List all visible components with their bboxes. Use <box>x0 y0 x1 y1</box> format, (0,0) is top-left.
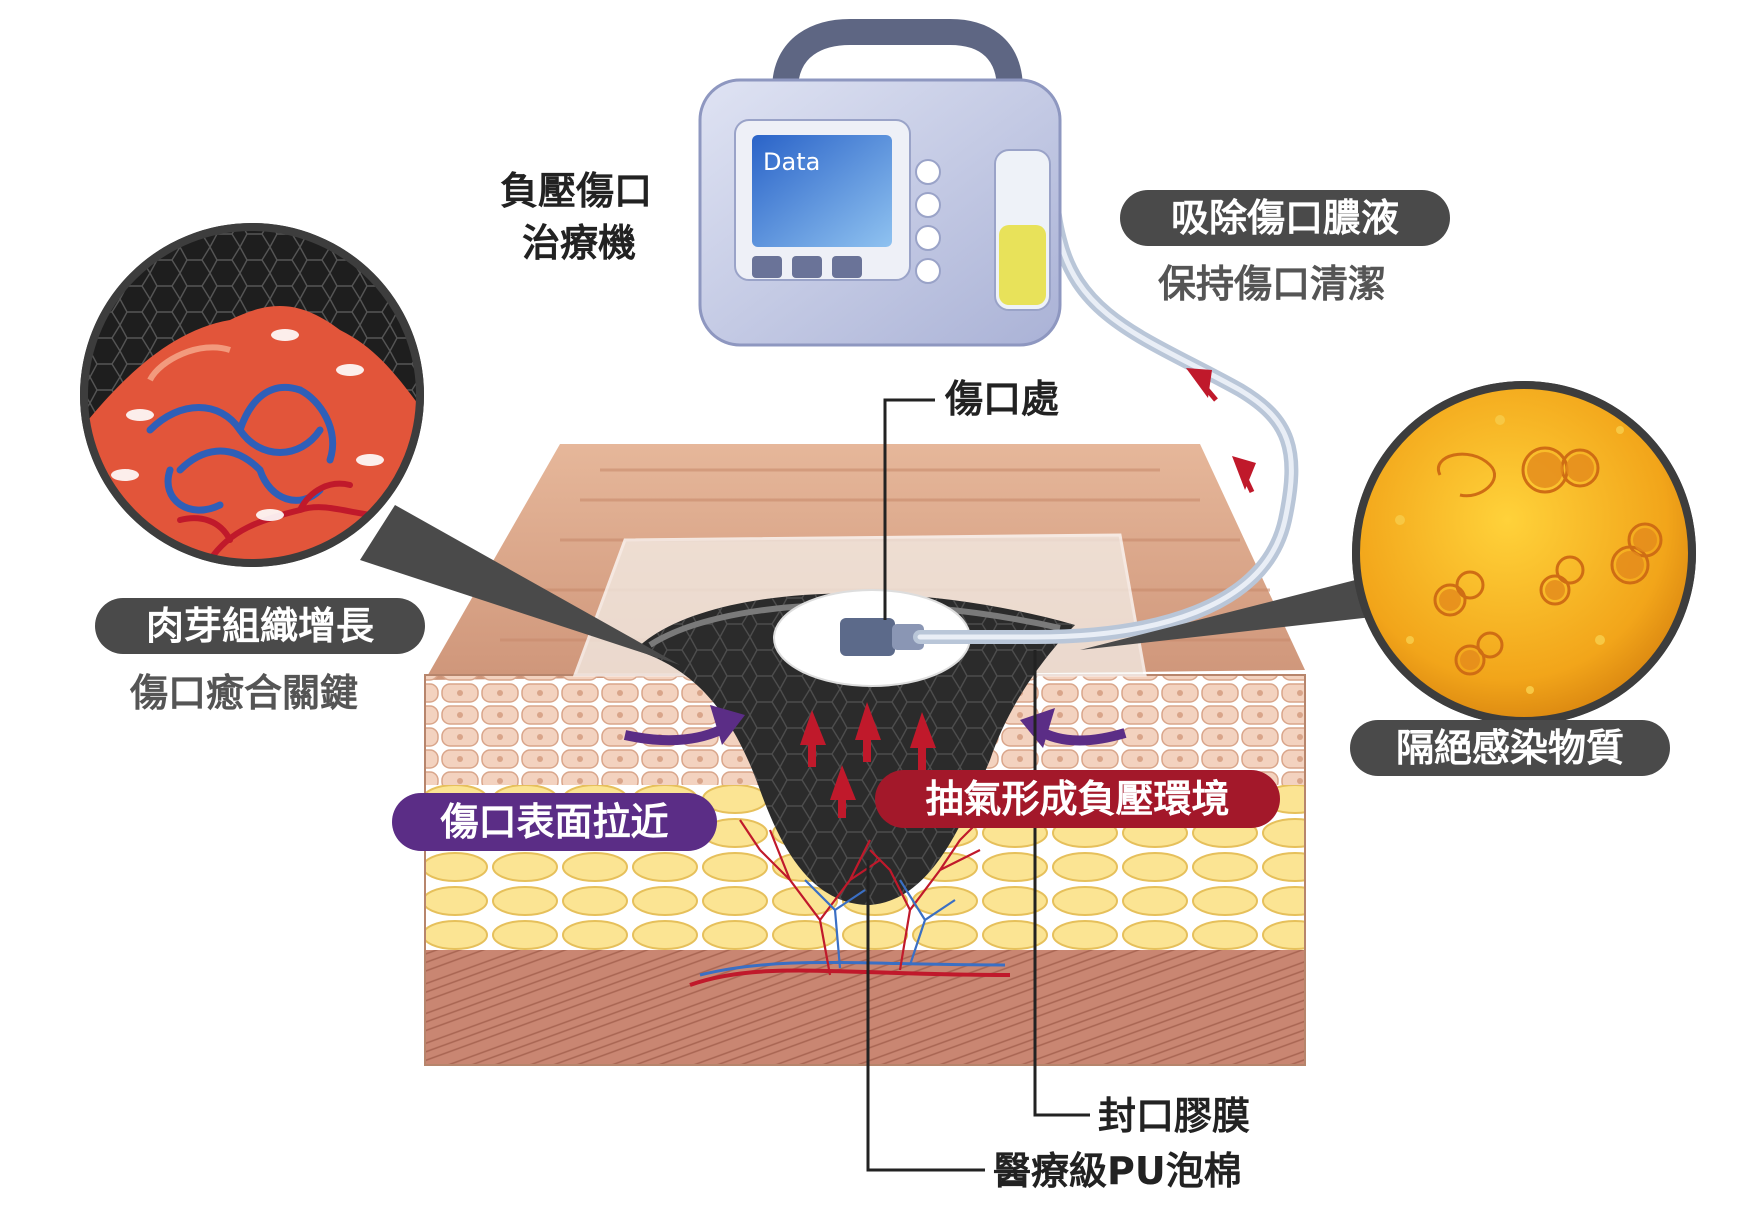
granulation-callout: 肉芽組織增長 <box>95 598 425 654</box>
arrow-icon <box>1020 708 1055 748</box>
zoom-pointer-left <box>360 505 680 665</box>
bacteria-zoom-icon <box>1352 381 1696 725</box>
negative-pressure-arrows <box>800 702 936 818</box>
infection-callout: 隔絕感染物質 <box>1350 720 1670 776</box>
device-name-line2: 治療機 <box>522 221 637 265</box>
wound-site-label: 傷口處 <box>945 377 1060 421</box>
arrow-icon <box>800 710 826 745</box>
capillaries <box>689 809 1011 987</box>
device-screen-text: Data <box>763 148 820 176</box>
suction-arrows <box>1186 368 1256 494</box>
device-icon: Data <box>698 19 1062 347</box>
arrow-icon <box>710 705 745 745</box>
arrow-icon <box>830 765 856 800</box>
tube-connector <box>840 618 924 656</box>
negative-pressure-callout: 抽氣形成負壓環境 <box>875 770 1280 828</box>
suction-subtitle: 保持傷口清潔 <box>1158 262 1387 306</box>
sealing-film-label: 封口膠膜 <box>1098 1094 1251 1138</box>
suction-callout: 吸除傷口膿液 <box>1120 190 1450 246</box>
leader-wound-site <box>883 398 935 620</box>
blood-vessel-zoom-icon <box>80 223 424 567</box>
granulation-subtitle: 傷口癒合關鍵 <box>130 671 359 715</box>
pull-arrows <box>623 705 1127 748</box>
zoom-pointer-right <box>1080 575 1390 650</box>
arrow-icon <box>855 702 881 740</box>
wound-pull-callout: 傷口表面拉近 <box>392 793 717 851</box>
leader-pu-foam <box>866 860 985 1172</box>
device-name-line1: 負壓傷口 <box>500 169 653 213</box>
arrow-icon <box>910 712 936 748</box>
pu-foam-label: 醫療級PU泡棉 <box>993 1149 1242 1193</box>
